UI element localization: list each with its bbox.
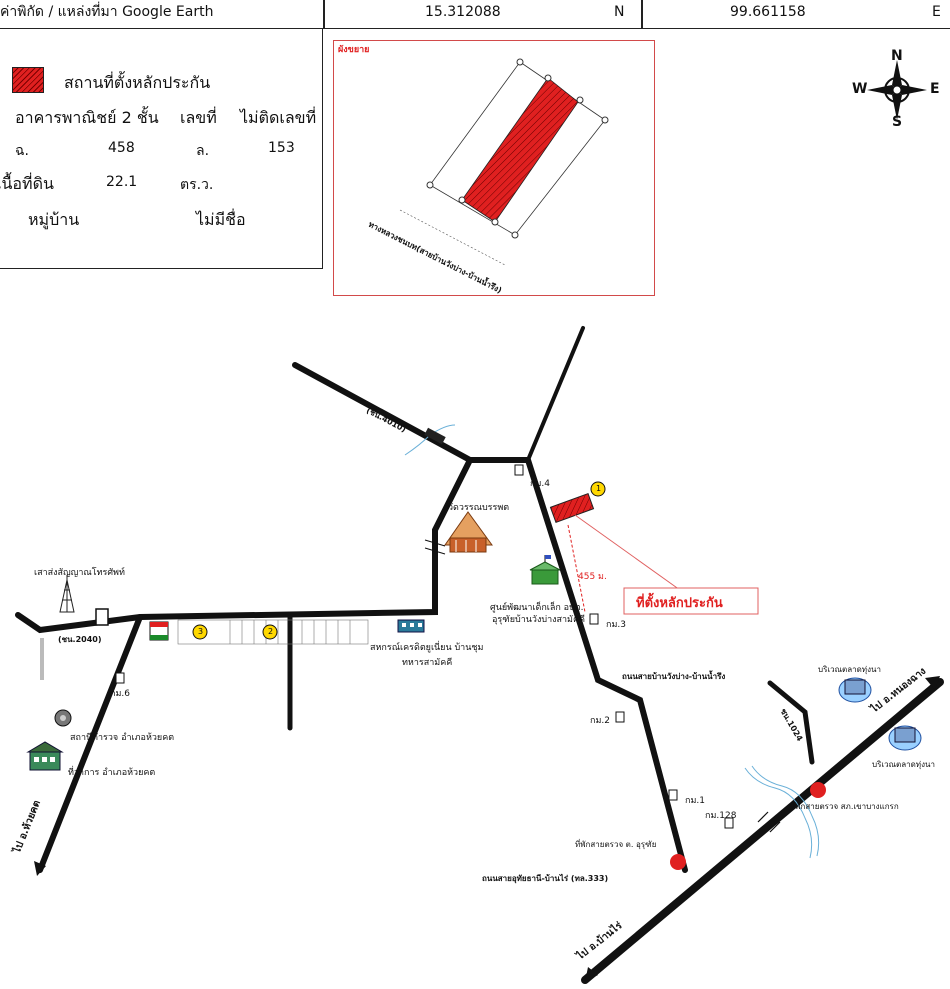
district-office-icon bbox=[26, 741, 64, 771]
km2-label: กม.2 bbox=[590, 716, 610, 726]
market-2-label: บริเวณตลาดทุ่งนา bbox=[872, 760, 935, 769]
header-divider bbox=[641, 0, 643, 28]
police-rest-stop-icon-2 bbox=[810, 782, 826, 798]
gas-station-icon bbox=[95, 608, 109, 626]
collateral-label: ที่ตั้งหลักประกัน bbox=[636, 596, 723, 611]
compass-s: S bbox=[892, 114, 903, 130]
area-label: เนื้อที่ดิน bbox=[0, 174, 54, 193]
compass-w: W bbox=[852, 81, 868, 97]
legend-location-label: สถานที่ตั้งหลักประกัน bbox=[64, 73, 211, 92]
source-label: ค่าพิกัด / แหล่งที่มา Google Earth bbox=[0, 4, 214, 20]
km1-label: กม.1 bbox=[685, 796, 705, 806]
village-value: ไม่มีชื่อ bbox=[196, 210, 246, 229]
temple-icon bbox=[444, 511, 493, 553]
number-value: ไม่ติดเลขที่ bbox=[240, 108, 317, 127]
legend-box bbox=[0, 28, 323, 269]
plan-title: ผังขยาย bbox=[338, 45, 370, 55]
road4010-bridge-icon bbox=[424, 427, 446, 445]
marker-3 bbox=[192, 624, 208, 640]
direction-arrows bbox=[34, 676, 940, 982]
marker-1 bbox=[590, 481, 606, 497]
collateral-swatch bbox=[12, 67, 44, 93]
tower-label: เสาส่งสัญญาณโทรศัพท์ bbox=[34, 568, 125, 578]
deed-prefix: ฉ. bbox=[15, 143, 29, 159]
marker-2-label: 2 bbox=[268, 627, 274, 636]
number-label: เลขที่ bbox=[180, 108, 217, 127]
child-center-label: ศูนย์พัฒนาเด็กเล็ก อบต. bbox=[490, 603, 584, 613]
road-333-label: ถนนสายอุทัยธานี-บ้านไร่ (ทล.333) bbox=[482, 874, 609, 883]
km6-label: กม.6 bbox=[110, 689, 130, 699]
temple-label: วัดวรรณบรรพต bbox=[448, 503, 510, 513]
road-wangbang-label: ถนนสายบ้านวังบ่าง-บ้านน้ำรึง bbox=[622, 672, 726, 681]
plan-drawing bbox=[399, 58, 609, 266]
longitude-value: 99.661158 bbox=[730, 4, 806, 20]
km-post-icons bbox=[115, 464, 734, 829]
compass-e: E bbox=[930, 81, 940, 97]
coop-label-2: ทหารสามัคคี bbox=[402, 658, 453, 668]
bridge-icon bbox=[424, 539, 446, 555]
district-label: ที่ว่าการ อำเภอห้วยคต bbox=[68, 768, 156, 778]
area-value: 22.1 bbox=[106, 174, 138, 190]
marker-2 bbox=[262, 624, 278, 640]
market-icon-2 bbox=[888, 725, 922, 751]
coop-label: สหกรณ์เครดิตยูเนี่ยน บ้านชุม bbox=[370, 643, 484, 653]
km4-label: กม.4 bbox=[530, 479, 550, 489]
coop-building-icon bbox=[397, 619, 425, 633]
road-network bbox=[15, 326, 944, 984]
road-2040-label: (ชน.2040) bbox=[58, 635, 102, 644]
marker-3-label: 3 bbox=[198, 627, 204, 636]
collateral-marker bbox=[549, 493, 759, 615]
police-label: สถานีตำรวจ อำเภอห้วยคต bbox=[70, 733, 175, 743]
land-prefix: ล. bbox=[196, 143, 210, 159]
land-number: 153 bbox=[268, 140, 295, 156]
longitude-dir: E bbox=[932, 4, 941, 20]
marker-1-label: 1 bbox=[596, 484, 602, 493]
telecom-tower-icon bbox=[59, 575, 75, 613]
area-unit: ตร.ว. bbox=[180, 177, 214, 193]
shophouse-row bbox=[177, 619, 369, 645]
compass-n: N bbox=[891, 48, 903, 64]
latitude-dir: N bbox=[614, 4, 625, 20]
village-label: หมู่บ้าน bbox=[28, 210, 80, 229]
header-divider bbox=[323, 0, 325, 28]
convenience-store-icon bbox=[149, 621, 169, 641]
coordinate-header: ค่าพิกัด / แหล่งที่มา Google Earth 15.31… bbox=[0, 0, 950, 29]
rest-stop-2-label: ที่พักสายตรวจ สภ.เขาบางแกรก bbox=[790, 802, 899, 811]
distance-label: 455 ม. bbox=[578, 572, 607, 582]
expanded-plan-box bbox=[333, 40, 655, 296]
compass-icon bbox=[867, 60, 927, 120]
km128-label: กม.128 bbox=[705, 811, 737, 821]
market-icon-1 bbox=[838, 677, 872, 703]
police-station-icon bbox=[54, 709, 72, 727]
rest-stop-1-label: ที่พักสายตรวจ ต. อุรุฑัย bbox=[575, 840, 657, 849]
school-icon bbox=[529, 555, 561, 585]
market-1-label: บริเวณตลาดทุ่งนา bbox=[818, 665, 881, 674]
child-center-label-2: อุรุฑัยบ้านวังบ่างสามัคคี bbox=[492, 615, 586, 625]
deed-number: 458 bbox=[108, 140, 135, 156]
km3-label: กม.3 bbox=[606, 620, 626, 630]
highway-bridge-icon bbox=[757, 811, 781, 833]
latitude-value: 15.312088 bbox=[425, 4, 501, 20]
police-rest-stop-icon-1 bbox=[670, 854, 686, 870]
building-type: อาคารพาณิชย์ 2 ชั้น bbox=[15, 108, 159, 127]
